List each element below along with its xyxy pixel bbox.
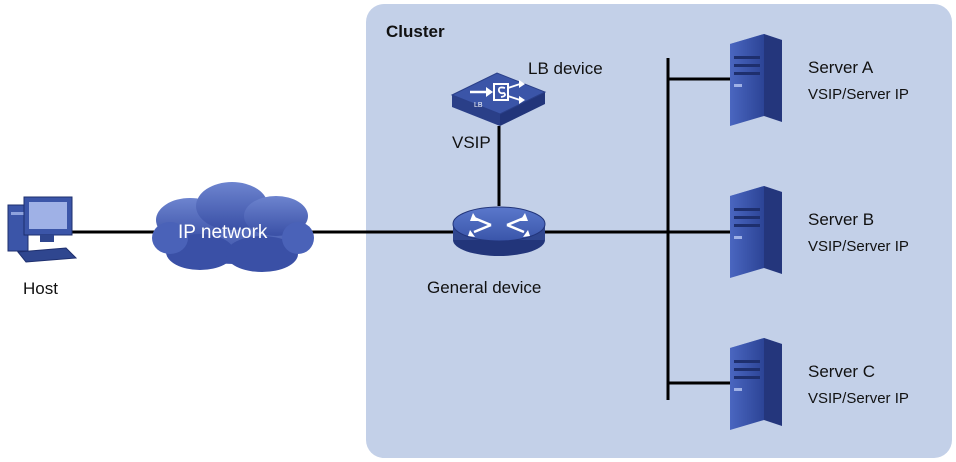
cluster-label: Cluster (386, 22, 445, 41)
server-b-name: Server B (808, 210, 874, 229)
load-balancer-icon (450, 72, 547, 126)
lb-vsip-label: VSIP (452, 133, 491, 152)
general-device-label: General device (427, 278, 541, 297)
server-c-ip: VSIP/Server IP (808, 390, 909, 407)
server-c-name: Server C (808, 362, 875, 381)
network-links (66, 58, 730, 400)
server-a-icon (730, 34, 782, 126)
server-b-ip: VSIP/Server IP (808, 238, 909, 255)
cloud-label: IP network (178, 222, 268, 243)
cloud-icon (152, 182, 314, 272)
server-a-name: Server A (808, 58, 874, 77)
server-b-icon (730, 186, 782, 278)
router-icon (452, 206, 546, 256)
desktop-computer-icon (7, 196, 78, 263)
lb-device-label: LB device (528, 59, 603, 78)
server-a-ip: VSIP/Server IP (808, 86, 909, 103)
lb-device-badge: LB (474, 102, 483, 109)
host-label: Host (23, 279, 58, 298)
server-c-icon (730, 338, 782, 430)
